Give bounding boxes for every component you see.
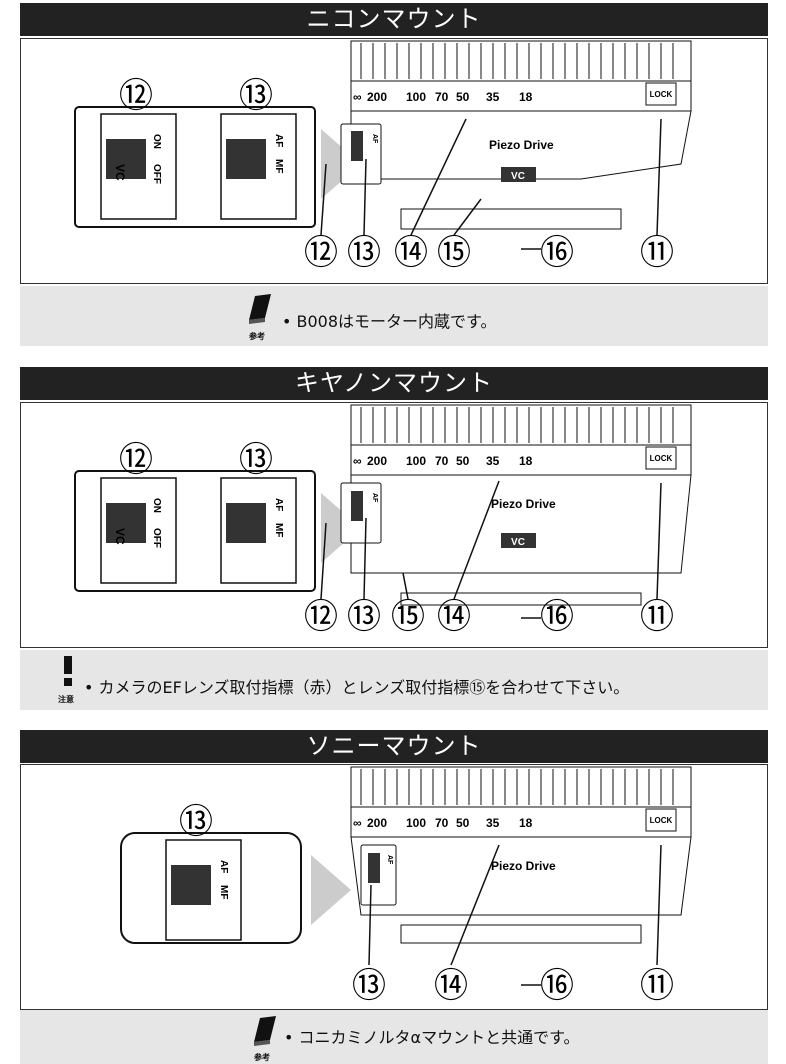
svg-text:200: 200 (367, 454, 387, 468)
svg-text:50: 50 (456, 816, 470, 830)
callouts: ⑬ ⑭ ⑯ ⑪ (352, 966, 674, 1006)
note-sony: 参考 • コニカミノルタαマウントと共通です。 (20, 1010, 768, 1064)
svg-text:100: 100 (406, 90, 426, 104)
svg-text:18: 18 (519, 816, 533, 830)
callout-13: ⑬ (352, 966, 386, 1006)
note-text: • コニカミノルタαマウントと共通です。 (284, 1028, 580, 1047)
book-icon (249, 294, 271, 324)
svg-text:VC: VC (511, 537, 525, 548)
svg-text:200: 200 (367, 816, 387, 830)
svg-text:OFF: OFF (151, 528, 162, 548)
switch-inset: VC ON OFF AF MF ⑫ ⑬ (74, 440, 361, 592)
sony-diagram: AF MF ⑬ ∞ 200 100 70 50 35 18 LOCK Piezo… (20, 764, 768, 1010)
callout-13-inset: ⑬ (239, 440, 273, 480)
svg-text:35: 35 (486, 816, 500, 830)
callouts: ⑫ ⑬ ⑮ ⑭ ⑯ ⑪ (304, 597, 674, 637)
warning-icon (64, 656, 72, 686)
book-icon (254, 1016, 276, 1046)
callout-13-inset: ⑬ (239, 76, 273, 116)
af-mf-switch: AF MF (165, 839, 242, 941)
svg-text:35: 35 (486, 454, 500, 468)
svg-text:OFF: OFF (151, 164, 162, 184)
nikon-diagram: VC ON OFF AF MF ⑫ ⑬ ∞ 200 100 70 50 (20, 38, 768, 284)
callout-13-inset: ⑬ (179, 802, 213, 842)
svg-text:100: 100 (406, 816, 426, 830)
svg-text:AF: AF (273, 498, 284, 511)
note-nikon: 参考 • B008はモーター内蔵です。 (20, 286, 768, 346)
svg-text:50: 50 (456, 454, 470, 468)
svg-text:100: 100 (406, 454, 426, 468)
vc-switch: VC ON OFF (100, 477, 177, 584)
section-title-nikon: ニコンマウント (20, 3, 768, 36)
svg-text:∞: ∞ (353, 816, 362, 830)
svg-text:50: 50 (456, 90, 470, 104)
svg-text:VC: VC (113, 528, 127, 545)
callout-14: ⑭ (437, 597, 471, 637)
svg-text:VC: VC (113, 164, 127, 181)
callouts: ⑫ ⑬ ⑭ ⑮ ⑯ ⑪ (304, 233, 674, 273)
callout-12: ⑫ (304, 233, 338, 273)
brand-label: Piezo Drive (491, 859, 556, 873)
svg-text:AF: AF (386, 855, 393, 865)
svg-text:MF: MF (273, 523, 284, 537)
svg-text:AF: AF (371, 493, 378, 503)
svg-text:VC: VC (511, 171, 525, 182)
svg-text:AF: AF (273, 134, 284, 147)
brand-label: Piezo Drive (491, 497, 556, 511)
callout-11: ⑪ (640, 966, 674, 1006)
svg-text:AF: AF (218, 860, 229, 873)
svg-text:∞: ∞ (353, 90, 362, 104)
svg-text:ON: ON (151, 134, 162, 149)
note-text: • カメラのEFレンズ取付指標（赤）とレンズ取付指標⑮を合わせて下さい。 (84, 678, 630, 697)
svg-text:35: 35 (486, 90, 500, 104)
callout-12-inset: ⑫ (119, 440, 153, 480)
vc-switch: VC ON OFF (100, 113, 177, 220)
callout-15: ⑮ (437, 233, 471, 273)
lens-body: ∞ 200 100 70 50 35 18 LOCK Piezo Drive A… (350, 766, 692, 944)
af-mf-switch: AF MF (220, 113, 297, 220)
svg-text:MF: MF (218, 885, 229, 899)
callout-16: ⑯ (540, 597, 574, 637)
svg-text:18: 18 (519, 90, 533, 104)
section-title-sony: ソニーマウント (20, 730, 768, 763)
svg-text:ON: ON (151, 498, 162, 513)
section-title-canon: キヤノンマウント (20, 367, 768, 400)
lens-body: ∞ 200 100 70 50 35 18 LOCK Piezo Drive V… (340, 404, 692, 606)
svg-text:70: 70 (435, 816, 449, 830)
callout-12: ⑫ (304, 597, 338, 637)
svg-text:70: 70 (435, 90, 449, 104)
switch-inset: VC ON OFF AF MF ⑫ ⑬ (74, 76, 361, 228)
callout-12-inset: ⑫ (119, 76, 153, 116)
callout-11: ⑪ (640, 233, 674, 273)
note-canon: 注意 • カメラのEFレンズ取付指標（赤）とレンズ取付指標⑮を合わせて下さい。 (20, 650, 768, 710)
callout-14: ⑭ (434, 966, 468, 1006)
lens-body: ∞ 200 100 70 50 35 18 LOCK Piezo Drive V… (340, 40, 692, 230)
callout-11: ⑪ (640, 597, 674, 637)
lock-label: LOCK (650, 816, 673, 825)
lock-label: LOCK (650, 454, 673, 463)
svg-text:MF: MF (273, 159, 284, 173)
callout-16: ⑯ (540, 233, 574, 273)
svg-text:∞: ∞ (353, 454, 362, 468)
brand-label: Piezo Drive (489, 138, 554, 152)
callout-14: ⑭ (394, 233, 428, 273)
switch-inset: AF MF ⑬ (120, 802, 351, 944)
callout-16: ⑯ (540, 966, 574, 1006)
svg-text:70: 70 (435, 454, 449, 468)
callout-13: ⑬ (347, 233, 381, 273)
svg-text:AF: AF (371, 134, 378, 144)
callout-13: ⑬ (347, 597, 381, 637)
svg-text:200: 200 (367, 90, 387, 104)
svg-text:18: 18 (519, 454, 533, 468)
canon-diagram: VC ON OFF AF MF ⑫ ⑬ ∞ 200 100 70 50 (20, 402, 768, 648)
af-mf-switch: AF MF (220, 477, 297, 584)
callout-15: ⑮ (391, 597, 425, 637)
lock-label: LOCK (650, 90, 673, 99)
note-text: • B008はモーター内蔵です。 (282, 312, 497, 331)
